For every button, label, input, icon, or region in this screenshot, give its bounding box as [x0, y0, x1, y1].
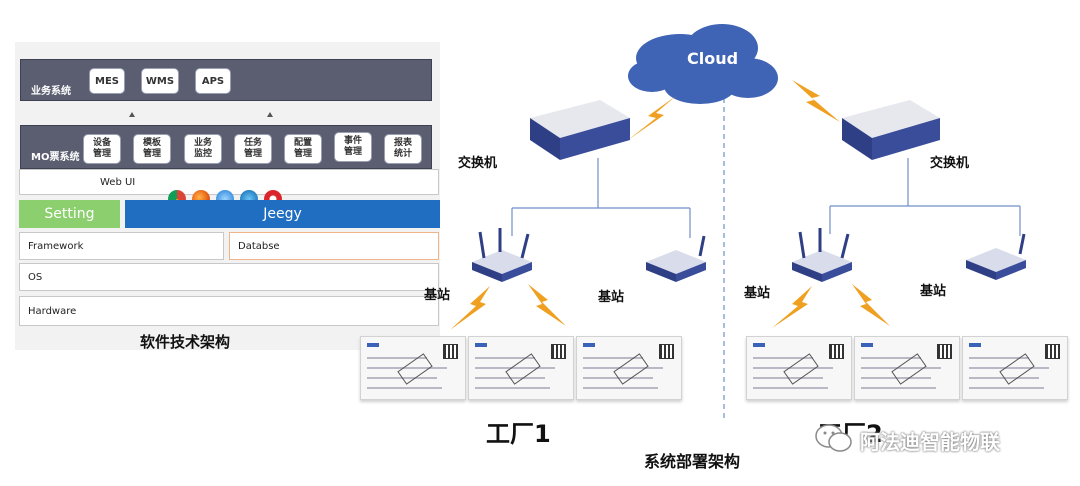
switch-right-icon	[842, 100, 940, 160]
module-template: 模板 管理	[133, 134, 171, 164]
switch-left-label: 交换机	[458, 156, 498, 171]
lightning-icon	[528, 284, 566, 326]
connector-arrow	[129, 112, 135, 117]
link-lines-left	[511, 158, 691, 238]
link-lines-right	[829, 158, 1021, 236]
cloud-label: Cloud	[687, 49, 739, 68]
eink-ticket	[360, 336, 466, 400]
setting-block: Setting	[19, 200, 120, 228]
factory-1-label: 工厂1	[486, 420, 551, 448]
switch-left-icon	[530, 100, 630, 160]
module-config: 配置 管理	[284, 134, 322, 164]
lightning-icon	[450, 286, 490, 330]
software-caption: 软件技术架构	[140, 333, 231, 351]
module-task: 任务 管理	[234, 134, 272, 164]
web-ui-label: Web UI	[100, 176, 136, 188]
eink-ticket	[576, 336, 682, 400]
framework-layer: Framework	[19, 232, 224, 260]
hardware-layer: Hardware	[19, 296, 439, 326]
base-station-icon	[966, 233, 1026, 280]
software-architecture-panel: 业务系统 MES WMS APS MO票系统 设备 管理 模板 管理 业务 监控…	[15, 42, 440, 350]
module-event: 事件 管理	[334, 132, 372, 162]
base-station-label: 基站	[744, 286, 771, 301]
base-station-label: 基站	[920, 284, 947, 299]
base-station-label: 基站	[424, 288, 451, 303]
database-layer: Databse	[229, 232, 439, 260]
mo-system-label: MO票系统	[31, 152, 80, 163]
mo-system-band: MO票系统 设备 管理 模板 管理 业务 监控 任务 管理 配置 管理 事件 管…	[20, 125, 432, 169]
connector-arrow	[267, 112, 273, 117]
eink-ticket	[468, 336, 574, 400]
module-device: 设备 管理	[83, 134, 121, 164]
base-station-icon	[646, 235, 706, 282]
base-station-icon	[472, 228, 532, 282]
deployment-caption: 系统部署架构	[644, 452, 741, 471]
eink-ticket	[746, 336, 852, 400]
eink-ticket	[854, 336, 960, 400]
base-station-icon	[792, 228, 852, 282]
os-layer: OS	[19, 263, 439, 291]
module-monitor: 业务 监控	[184, 134, 222, 164]
switch-right-label: 交换机	[930, 156, 970, 171]
jeegy-block: Jeegy	[125, 200, 440, 228]
wms-box: WMS	[141, 68, 179, 94]
business-system-label: 业务系统	[31, 86, 71, 97]
base-station-label: 基站	[598, 290, 625, 305]
module-report: 报表 统计	[384, 134, 422, 164]
aps-box: APS	[195, 68, 231, 94]
business-system-band: 业务系统 MES WMS APS	[20, 59, 432, 101]
lightning-icon	[772, 286, 812, 328]
lightning-icon	[792, 80, 840, 122]
eink-ticket	[962, 336, 1068, 400]
wechat-icon	[814, 422, 854, 454]
lightning-icon	[628, 96, 676, 140]
watermark-text: 阿法迪智能物联	[860, 430, 1000, 454]
lightning-icon	[852, 284, 890, 326]
mes-box: MES	[89, 68, 125, 94]
cloud-icon	[628, 24, 778, 104]
